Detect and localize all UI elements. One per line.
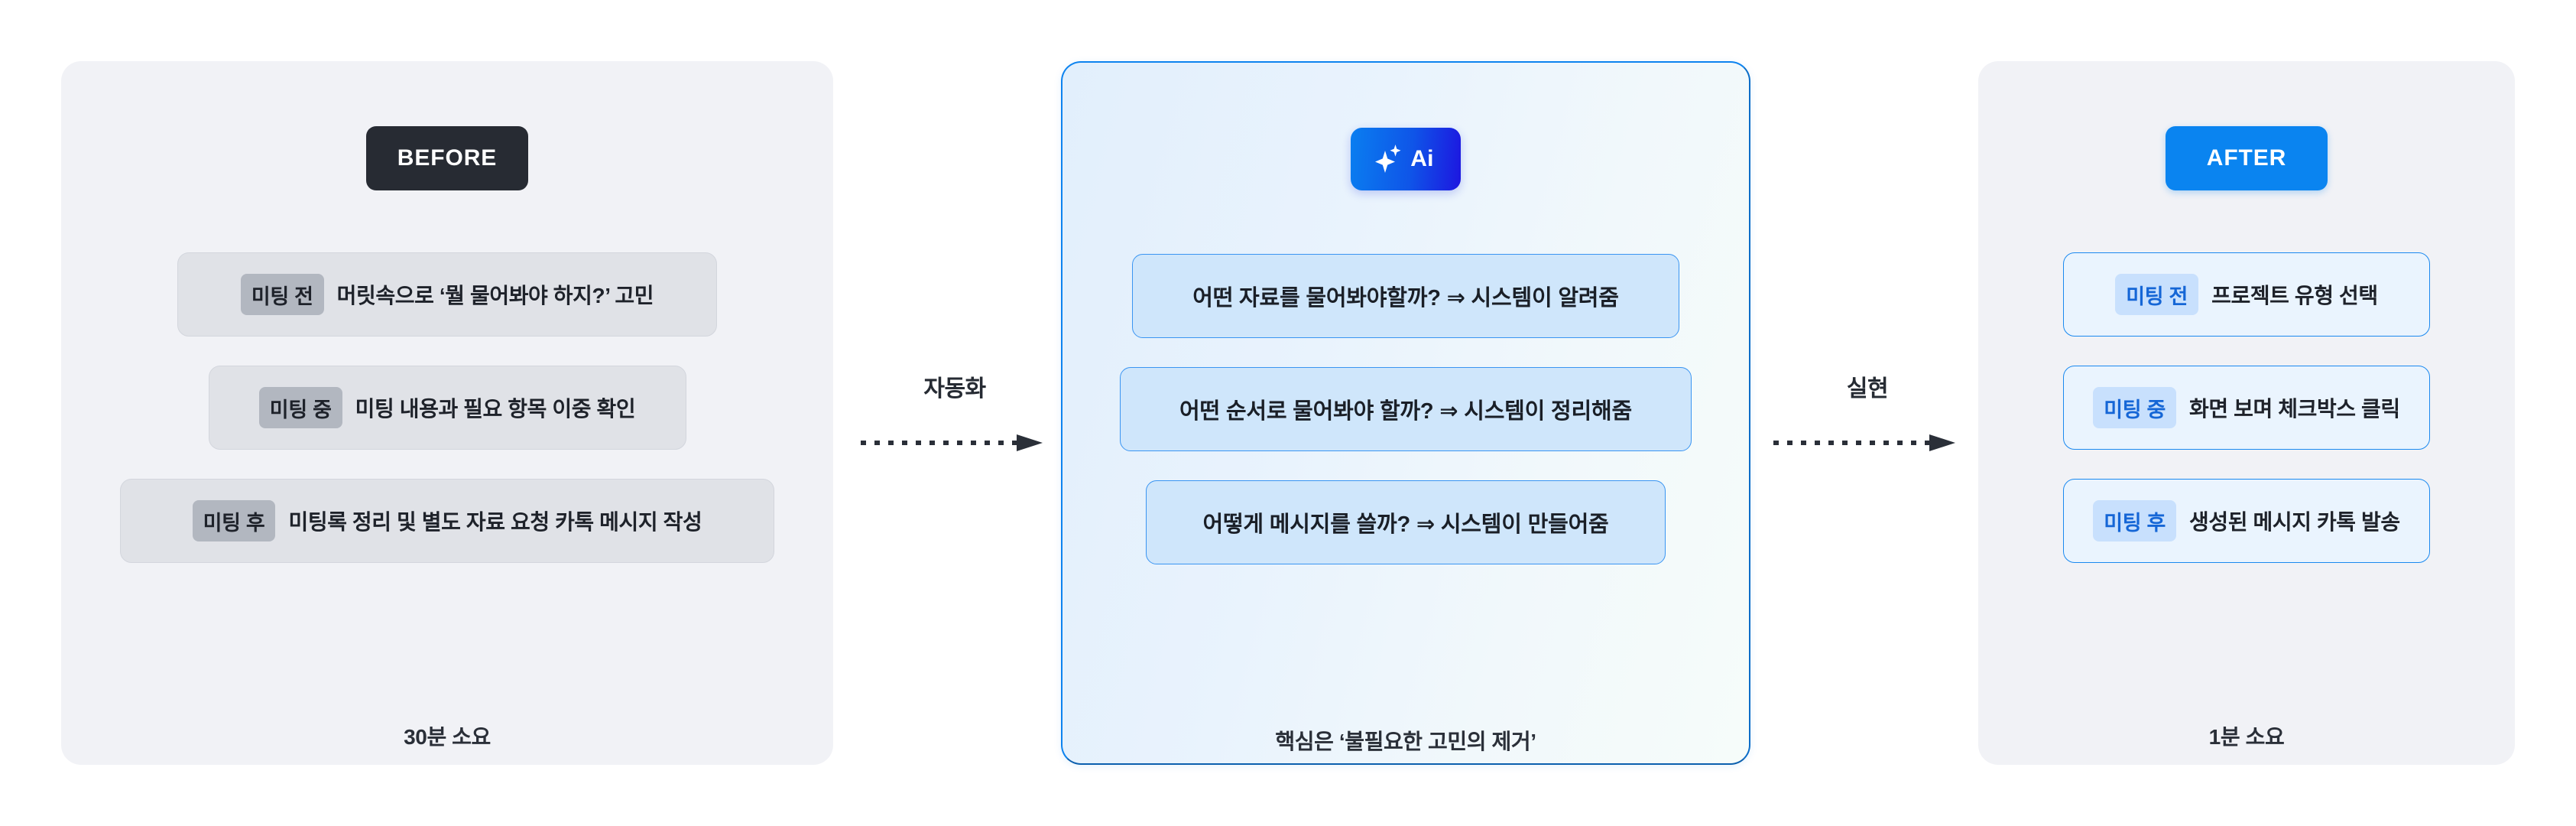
ai-badge: Ai bbox=[1351, 128, 1461, 190]
after-row-list: 미팅 전 프로젝트 유형 선택 미팅 중 화면 보며 체크박스 클릭 미팅 후 … bbox=[1978, 252, 2515, 563]
dotted-arrow-right-icon bbox=[861, 434, 1043, 451]
sparkle-icon bbox=[1375, 145, 1401, 173]
row-text: 머릿속으로 ‘뭘 물어봐야 하지?’ 고민 bbox=[336, 284, 654, 307]
dotted-arrow-right-icon bbox=[1773, 434, 1955, 451]
phase-tag: 미팅 중 bbox=[2093, 387, 2177, 428]
after-row-item: 미팅 전 프로젝트 유형 선택 bbox=[2063, 252, 2430, 337]
ai-footer-note: 핵심은 ‘불필요한 고민의 제거’ bbox=[1275, 730, 1536, 753]
connector-realization: 실현 bbox=[1772, 375, 1963, 474]
connector-automation: 자동화 bbox=[859, 375, 1050, 474]
phase-tag: 미팅 후 bbox=[2093, 500, 2177, 541]
ai-row-item: 어떤 순서로 물어봐야 할까? ⇒ 시스템이 정리해줌 bbox=[1120, 367, 1692, 451]
before-card: BEFORE 미팅 전 머릿속으로 ‘뭘 물어봐야 하지?’ 고민 미팅 중 미… bbox=[61, 61, 833, 765]
row-text: 미팅 내용과 필요 항목 이중 확인 bbox=[355, 397, 636, 421]
before-row-item: 미팅 중 미팅 내용과 필요 항목 이중 확인 bbox=[208, 366, 686, 450]
after-row-item: 미팅 후 생성된 메시지 카톡 발송 bbox=[2063, 479, 2430, 563]
before-row-list: 미팅 전 머릿속으로 ‘뭘 물어봐야 하지?’ 고민 미팅 중 미팅 내용과 필… bbox=[61, 252, 833, 563]
row-text: 프로젝트 유형 선택 bbox=[2211, 284, 2378, 307]
ai-badge-label: Ai bbox=[1410, 146, 1434, 171]
phase-tag: 미팅 전 bbox=[240, 274, 324, 315]
row-text: 미팅록 정리 및 별도 자료 요청 카톡 메시지 작성 bbox=[288, 510, 702, 534]
before-badge-label: BEFORE bbox=[397, 145, 498, 171]
before-row-item: 미팅 후 미팅록 정리 및 별도 자료 요청 카톡 메시지 작성 bbox=[120, 479, 774, 563]
after-card: AFTER 미팅 전 프로젝트 유형 선택 미팅 중 화면 보며 체크박스 클릭… bbox=[1978, 61, 2515, 765]
row-text: 어떻게 메시지를 쓸까? ⇒ 시스템이 만들어줌 bbox=[1202, 512, 1609, 537]
before-row-item: 미팅 전 머릿속으로 ‘뭘 물어봐야 하지?’ 고민 bbox=[177, 252, 717, 337]
connector-label: 실현 bbox=[1846, 376, 1889, 402]
row-text: 어떤 자료를 물어봐야할까? ⇒ 시스템이 알려줌 bbox=[1192, 286, 1619, 311]
connector-label: 자동화 bbox=[923, 376, 986, 402]
phase-tag: 미팅 전 bbox=[2115, 274, 2199, 315]
ai-row-item: 어떻게 메시지를 쓸까? ⇒ 시스템이 만들어줌 bbox=[1146, 480, 1666, 564]
ai-card: Ai 어떤 자료를 물어봐야할까? ⇒ 시스템이 알려줌 어떤 순서로 물어봐야… bbox=[1061, 61, 1750, 765]
ai-row-item: 어떤 자료를 물어봐야할까? ⇒ 시스템이 알려줌 bbox=[1132, 254, 1679, 338]
after-badge-label: AFTER bbox=[2206, 145, 2287, 171]
row-text: 생성된 메시지 카톡 발송 bbox=[2189, 510, 2400, 534]
row-text: 어떤 순서로 물어봐야 할까? ⇒ 시스템이 정리해줌 bbox=[1179, 399, 1632, 424]
phase-tag: 미팅 중 bbox=[258, 387, 342, 428]
after-row-item: 미팅 중 화면 보며 체크박스 클릭 bbox=[2063, 366, 2430, 450]
after-footer-note: 1분 소요 bbox=[2208, 725, 2285, 749]
before-badge: BEFORE bbox=[366, 126, 528, 190]
ai-row-list: 어떤 자료를 물어봐야할까? ⇒ 시스템이 알려줌 어떤 순서로 물어봐야 할까… bbox=[1063, 254, 1749, 564]
after-badge: AFTER bbox=[2166, 126, 2328, 190]
row-text: 화면 보며 체크박스 클릭 bbox=[2189, 397, 2400, 421]
phase-tag: 미팅 후 bbox=[192, 500, 276, 541]
before-footer-note: 30분 소요 bbox=[404, 725, 491, 749]
